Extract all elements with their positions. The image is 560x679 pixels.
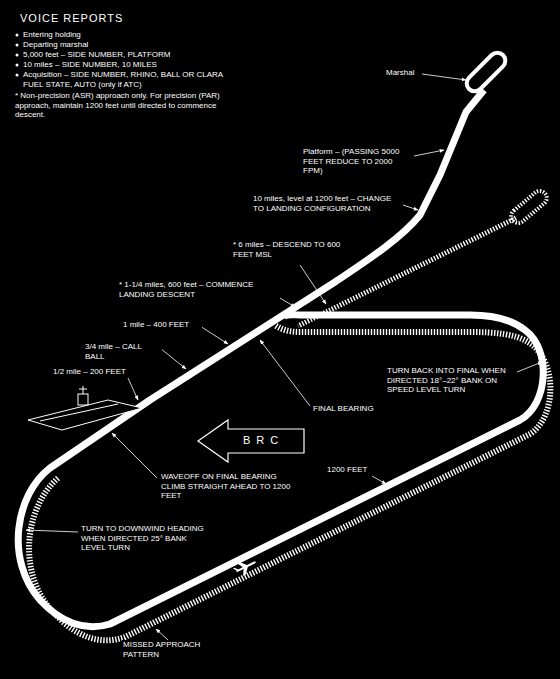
callout-label: TURN BACK INTO FINAL WHEN DIRECTED 18°–2… <box>386 366 516 395</box>
callout-label: TURN TO DOWNWIND HEADING WHEN DIRECTED 2… <box>80 524 212 553</box>
callout-label: 3/4 mile – CALL BALL <box>84 342 162 361</box>
brc-arrow <box>198 420 304 462</box>
approach-track <box>18 90 543 627</box>
marshal-holding <box>463 49 508 94</box>
bullet-marks <box>16 34 19 77</box>
callout-label: 10 miles, level at 1200 feet – CHANGE TO… <box>252 194 402 213</box>
callout-label: * 6 miles – DESCEND TO 600 FEET MSL <box>232 240 344 259</box>
callout-label: Platform – (PASSING 5000 FEET REDUCE TO … <box>302 147 412 176</box>
callout-label: MISSED APPROACH PATTERN <box>122 640 222 659</box>
callout-label: 1/2 mile – 200 FEET <box>52 367 130 377</box>
callout-label: Marshal <box>385 68 421 78</box>
secondary-approach-track <box>298 218 516 326</box>
callout-label: * 1-1/4 miles, 600 feet – COMMENCE LANDI… <box>118 280 278 299</box>
missed-approach-track <box>29 325 550 640</box>
leader-lines <box>26 74 542 640</box>
carrier-ship <box>28 386 142 430</box>
callout-label: BRC <box>242 434 300 447</box>
callout-label: FINAL BEARING <box>312 404 392 414</box>
holding-pattern <box>508 188 549 226</box>
callout-label: * Non-precision (ASR) approach only. For… <box>14 91 236 120</box>
callout-label: Entering holding <box>22 30 262 40</box>
callout-label: 1 mile – 400 FEET <box>122 320 202 330</box>
section-heading: VOICE REPORTS <box>20 12 123 24</box>
callout-label: Departing marshal <box>22 40 262 50</box>
aircraft-symbol <box>232 555 260 578</box>
callout-label: 10 miles – SIDE NUMBER, 10 MILES <box>22 60 262 70</box>
callout-label: 5,000 feet – SIDE NUMBER, PLATFORM <box>22 50 262 60</box>
callout-label: Acquisition – SIDE NUMBER, RHINO, BALL O… <box>22 70 237 89</box>
callout-label: 1200 FEET <box>326 465 372 475</box>
callout-label: WAVEOFF ON FINAL BEARING CLIMB STRAIGHT … <box>160 472 298 501</box>
